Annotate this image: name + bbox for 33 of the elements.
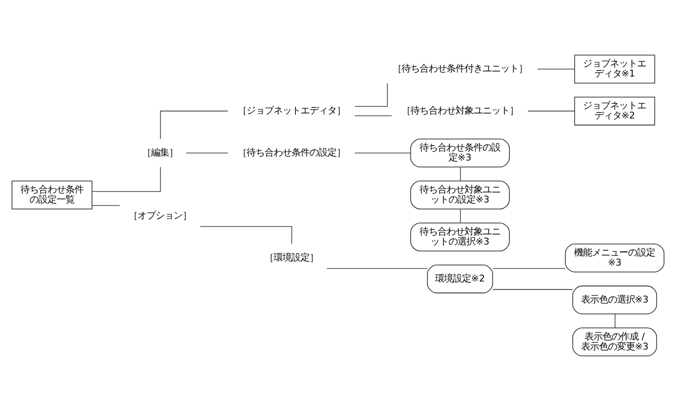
node-text: ［編集］ [142, 147, 178, 158]
node-text: ［待ち合わせ条件付きユニット］ [392, 64, 528, 75]
connector [92, 205, 120, 206]
connector [492, 289, 573, 290]
connector [492, 268, 566, 269]
connector [160, 110, 228, 140]
node-box: 環境設定※2 [427, 264, 494, 294]
connector [186, 152, 228, 154]
node-text: ［ジョブネットエディタ］ [237, 105, 346, 116]
node-box: 待ち合わせ対象ユニットの選択※3 [410, 222, 510, 252]
connector [614, 314, 616, 328]
node-box: ジョブネットエディタ※1 [574, 54, 656, 84]
connector [460, 208, 461, 224]
connector [354, 115, 392, 116]
node-text: ［オプション］ [128, 210, 192, 222]
connector [354, 152, 411, 154]
node-text: ［待ち合わせ条件の設定］ [237, 147, 346, 158]
connector [354, 82, 388, 107]
node-box: 機能メニューの設定※3 [564, 244, 664, 272]
node-box: 表示色の作成 / 表示色の変更※3 [572, 328, 658, 356]
connector [92, 166, 161, 192]
node-text: ［待ち合わせ対象ユニット］ [402, 105, 519, 116]
connector [460, 166, 461, 182]
connector [200, 226, 292, 244]
node-text: ［環境設定］ [264, 252, 318, 264]
connector [537, 68, 575, 70]
node-box: 待ち合わせ条件の設定一覧 [12, 180, 92, 210]
node-box: 表示色の選択※3 [572, 286, 658, 314]
node-box: 待ち合わせ条件の設定※3 [410, 138, 510, 168]
connector [528, 110, 575, 112]
node-box: ジョブネットエディタ※2 [574, 96, 656, 126]
node-box: 待ち合わせ対象ユニットの設定※3 [410, 180, 510, 210]
connector [326, 268, 428, 269]
